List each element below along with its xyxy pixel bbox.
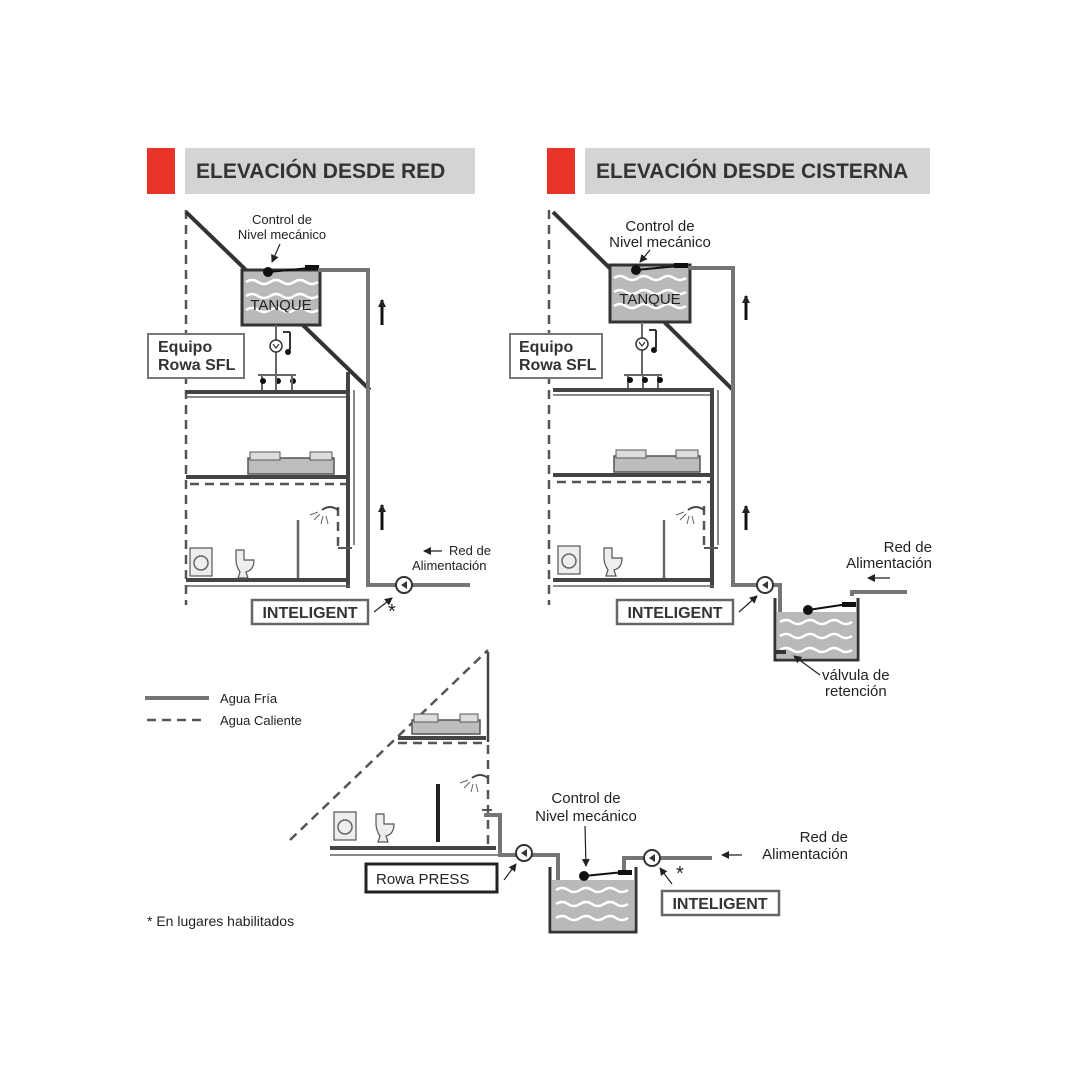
section-red: ELEVACIÓN DESDE RED TANQUE Control de Ni…: [147, 148, 491, 626]
equipo-rowa-sfl-cisterna: [624, 322, 663, 390]
tank-label: TANQUE: [619, 291, 680, 308]
equipo-rowa-sfl-red: [258, 325, 296, 392]
inteligent-box: [615, 598, 735, 626]
footnote: * En lugares habilitados: [147, 913, 294, 929]
control-label-line2: Nivel mecánico: [609, 234, 711, 251]
equipo-box: [509, 333, 603, 379]
feed-pipe: [622, 856, 712, 870]
valve-label-line1: válvula de: [822, 667, 890, 684]
washer-icon: [557, 545, 581, 575]
legend-cold-label: Agua Fría: [220, 691, 278, 706]
title-bar-red: [185, 148, 475, 194]
toilet-icon: [603, 547, 623, 577]
suction-pipe: [731, 583, 782, 652]
pump-icon: [643, 849, 661, 867]
equipo-box: [147, 333, 245, 379]
washer-icon: [333, 811, 357, 841]
control-label-line1: Control de: [625, 218, 694, 235]
inteligent-box: [250, 598, 370, 626]
riser-pipe: [688, 266, 735, 587]
feed-label-line2: Alimentación: [762, 846, 848, 863]
feed-label-line1: Red de: [449, 543, 491, 558]
tank-red: [240, 265, 322, 327]
feed-label-line2: Alimentación: [412, 558, 486, 573]
tank-cisterna: [608, 263, 692, 324]
bed-icon: [247, 451, 335, 475]
pump-label: INTELIGENT: [672, 896, 767, 913]
pump-label: INTELIGENT: [262, 605, 357, 622]
asterisk: *: [676, 863, 684, 885]
toilet-icon: [375, 813, 395, 843]
feed-label-line1: Red de: [884, 539, 932, 556]
pump-icon: [756, 576, 774, 594]
legend-hot-label: Agua Caliente: [220, 713, 302, 728]
shower-icon: [309, 506, 352, 549]
legend: Agua Fría Agua Caliente: [145, 691, 302, 728]
equipo-label-line1: Equipo: [519, 339, 573, 356]
control-label-line1: Control de: [252, 212, 312, 227]
supply-pipe: [484, 813, 560, 922]
feed-label-line1: Red de: [800, 829, 848, 846]
inteligent-box: [660, 889, 781, 917]
section-cisterna: ELEVACIÓN DESDE CISTERNA TANQUE Control …: [509, 148, 932, 700]
check-valve: [776, 650, 786, 654]
feed-pipe: [850, 590, 907, 596]
shower-icon: [675, 506, 718, 549]
feed-label-line2: Alimentación: [846, 555, 932, 572]
press-pump-icon: [515, 844, 533, 862]
pump-icon: [395, 576, 413, 594]
press-label: Rowa PRESS: [376, 871, 469, 888]
riser-pipe: [318, 268, 370, 587]
title-bar-cisterna: [585, 148, 930, 194]
shower-icon: [459, 774, 492, 811]
valve-label-line2: retención: [825, 683, 887, 700]
pump-label: INTELIGENT: [627, 605, 722, 622]
bed-icon: [411, 713, 481, 735]
control-label-line1: Control de: [551, 790, 620, 807]
equipo-label-line2: Rowa SFL: [519, 357, 597, 374]
tank-label: TANQUE: [250, 297, 311, 314]
asterisk: *: [388, 601, 396, 623]
equipo-label-line2: Rowa SFL: [158, 357, 236, 374]
equipo-label-line1: Equipo: [158, 339, 212, 356]
toilet-icon: [235, 549, 255, 579]
control-label-line2: Nivel mecánico: [535, 808, 637, 825]
title-red: ELEVACIÓN DESDE RED: [196, 159, 445, 183]
tank-press: [548, 867, 638, 934]
title-accent-red: [147, 148, 175, 194]
rowa-press-box: [364, 862, 499, 894]
washer-icon: [189, 547, 213, 577]
title-accent-cisterna: [547, 148, 575, 194]
title-cisterna: ELEVACIÓN DESDE CISTERNA: [596, 159, 908, 183]
control-label-line2: Nivel mecánico: [238, 227, 326, 242]
cistern: [773, 598, 860, 662]
roof-line: [289, 649, 489, 841]
section-press: Control de Nivel mecánico Red de Aliment…: [289, 649, 848, 934]
bed-icon: [613, 449, 701, 473]
